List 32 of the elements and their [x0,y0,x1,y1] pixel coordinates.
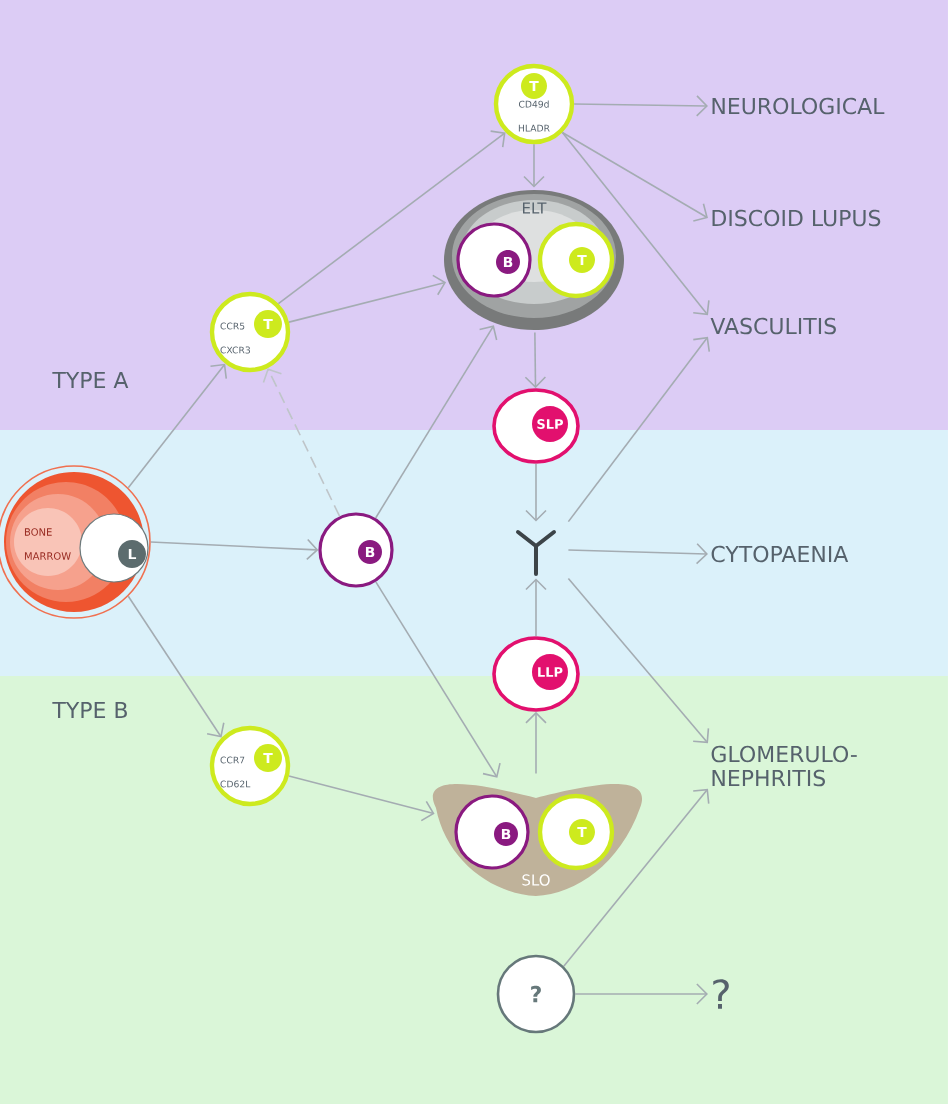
arrow [574,983,708,1005]
arrow [374,325,498,519]
outcome-label: DISCOID LUPUS [712,209,881,227]
zone-label: TYPE B [52,702,127,718]
arrow [524,331,547,389]
arrow [561,131,708,222]
arrow [288,274,447,323]
arrow [375,581,501,778]
arrow [525,463,547,522]
antibody-symbol [516,530,556,576]
arrow [525,578,547,637]
outcome-label: GLOMERULO- NEPHRITIS [711,745,857,787]
outcome-label: ? [713,979,729,1009]
arrow [127,363,228,489]
arrow [525,711,547,775]
arrow [567,336,711,523]
outcome-label: NEUROLOGICAL [712,97,885,115]
arrow [561,131,710,316]
arrow [262,368,341,517]
arrow [573,95,708,117]
zone-label: TYPE A [52,372,129,389]
arrow [567,542,708,565]
arrow [277,130,506,305]
arrow [288,775,435,822]
arrow [150,538,319,561]
arrow [562,788,710,967]
unknown-cell: ? [496,954,576,1034]
arrow [523,143,545,188]
arrow [127,595,225,738]
outcome-label: VASCULITIS [710,317,836,335]
outcome-label: CYTOPAENIA [711,545,849,563]
arrow [567,577,710,744]
